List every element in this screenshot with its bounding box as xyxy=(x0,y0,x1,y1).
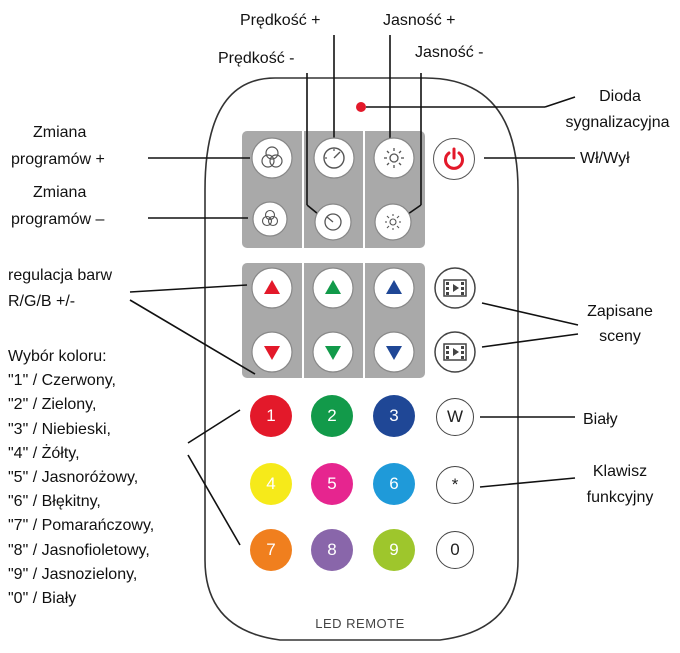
brightness-plus-button xyxy=(373,137,415,179)
color-button-1[interactable]: 1 xyxy=(250,395,292,437)
label-speed-minus: Prędkość - xyxy=(218,50,295,67)
legend-item: "1" / Czerwony, xyxy=(8,372,116,390)
red-up-button xyxy=(251,267,293,309)
color-button-2[interactable]: 2 xyxy=(311,395,353,437)
blue-down-button xyxy=(373,331,415,373)
color-button-6[interactable]: 6 xyxy=(373,463,415,505)
speed-minus-button xyxy=(314,203,352,241)
label-diode-line2: sygnalizacyjna xyxy=(565,114,670,131)
function-star-label: * xyxy=(451,475,459,494)
label-rgb-line2: R/G/B +/- xyxy=(8,293,76,310)
status-led xyxy=(356,102,366,112)
green-up-button xyxy=(312,267,354,309)
color-button-8[interactable]: 8 xyxy=(311,529,353,571)
label-diode-line1: Dioda xyxy=(599,88,641,105)
color-button-7[interactable]: 7 xyxy=(250,529,292,571)
label-power: Wł/Wył xyxy=(580,150,630,167)
color-button-5[interactable]: 5 xyxy=(311,463,353,505)
legend-item: "4" / Żółty, xyxy=(8,444,80,462)
color-button-4[interactable]: 4 xyxy=(250,463,292,505)
legend-item: "2" / Zielony, xyxy=(8,396,97,414)
label-speed-plus: Prędkość + xyxy=(240,12,321,29)
label-scenes-line2: sceny xyxy=(599,328,641,345)
speed-plus-button xyxy=(313,137,355,179)
brightness-minus-button xyxy=(374,203,412,241)
label-function-line1: Klawisz xyxy=(592,463,648,480)
color-button-3[interactable]: 3 xyxy=(373,395,415,437)
label-program-minus-line2: programów – xyxy=(11,211,105,228)
function-star-button[interactable]: * xyxy=(436,466,474,504)
legend-title: Wybór koloru: xyxy=(8,348,107,365)
program-plus-button xyxy=(251,137,293,179)
power-icon xyxy=(444,147,464,170)
legend-item: "5" / Jasnoróżowy, xyxy=(8,469,139,487)
remote-brand-label: LED REMOTE xyxy=(315,616,405,631)
program-minus-button xyxy=(252,201,288,237)
legend-item: "6" / Błękitny, xyxy=(8,493,101,511)
label-program-minus-line1: Zmiana xyxy=(33,184,87,201)
legend-item: "8" / Jasnofioletowy, xyxy=(8,541,150,559)
red-down-button xyxy=(251,331,293,373)
blue-up-button xyxy=(373,267,415,309)
legend-item: "9" / Jasnozielony, xyxy=(8,565,138,583)
label-brightness-plus: Jasność + xyxy=(383,12,456,29)
scene-2-button xyxy=(434,331,476,373)
label-scenes-line1: Zapisane xyxy=(587,303,653,320)
label-rgb-line1: regulacja barw xyxy=(8,267,113,284)
label-program-plus-line2: programów + xyxy=(11,151,105,168)
scene-1-button xyxy=(434,267,476,309)
zero-label: 0 xyxy=(450,540,460,559)
legend-item: "7" / Pomarańczowy, xyxy=(8,517,155,535)
zero-button[interactable]: 0 xyxy=(436,531,474,569)
color-legend: Wybór koloru: "1" / Czerwony, "2" / Ziel… xyxy=(8,345,154,611)
white-w-button[interactable]: W xyxy=(436,398,474,436)
white-w-label: W xyxy=(446,407,464,426)
legend-item: "0" / Biały xyxy=(8,590,77,608)
label-brightness-minus: Jasność - xyxy=(415,44,484,61)
power-button[interactable] xyxy=(433,138,475,180)
label-white: Biały xyxy=(583,411,618,428)
label-function-line2: funkcyjny xyxy=(586,489,654,506)
color-button-9[interactable]: 9 xyxy=(373,529,415,571)
label-program-plus-line1: Zmiana xyxy=(33,124,87,141)
green-down-button xyxy=(312,331,354,373)
legend-item: "3" / Niebieski, xyxy=(8,420,111,438)
